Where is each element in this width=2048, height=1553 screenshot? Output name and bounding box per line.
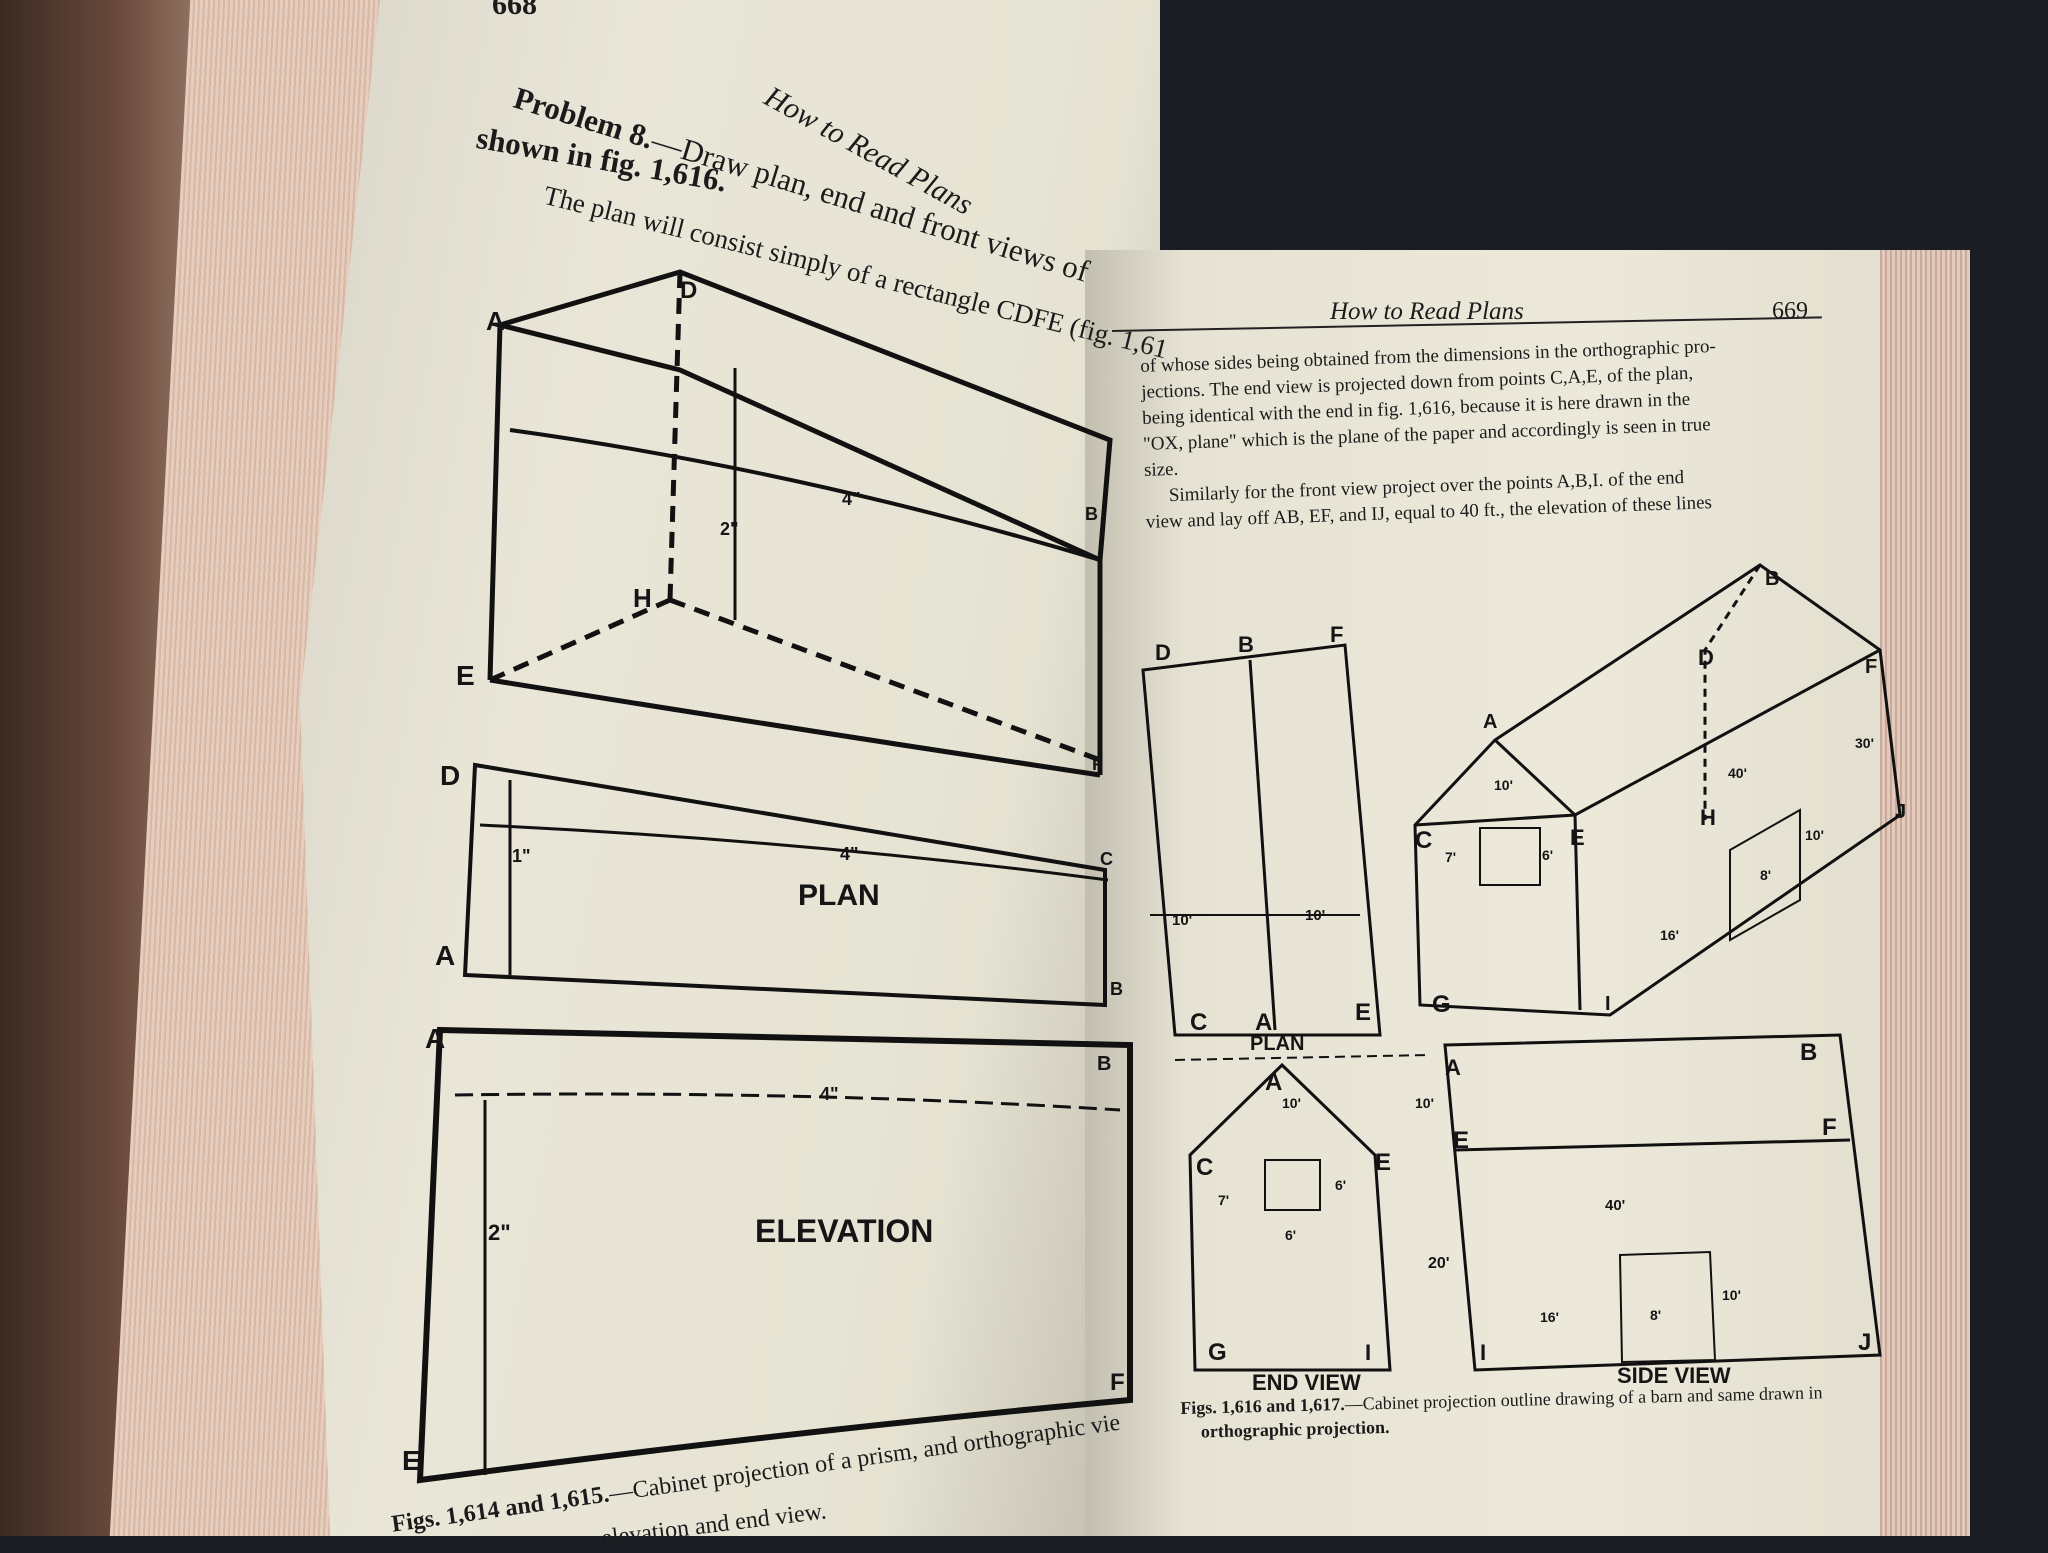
- barn-end-view-drawing: [1174, 1054, 1431, 1372]
- barn-cabinet-drawing: [1413, 563, 1902, 1017]
- fig-label-h: H: [633, 583, 652, 613]
- barn-label-b-plan: B: [1238, 632, 1254, 657]
- barn-label-d-cab: D: [1698, 645, 1714, 670]
- plan-title: PLAN: [798, 879, 880, 912]
- barn-label-e-cab: E: [1570, 825, 1585, 850]
- barn-label-g-cab: G: [1432, 991, 1451, 1018]
- barn-label-c-plan: C: [1190, 1009, 1207, 1036]
- barn-dim-10-cab: 10': [1494, 777, 1513, 793]
- barn-dim-7-end: 7': [1218, 1192, 1229, 1208]
- barn-dim-6-end: 6': [1335, 1177, 1346, 1193]
- barn-end-view-title: END VIEW: [1252, 1370, 1361, 1395]
- barn-side-view-title: SIDE VIEW: [1617, 1363, 1731, 1388]
- barn-label-a-end: A: [1265, 1069, 1282, 1096]
- barn-dim-10-plan-a: 10': [1172, 912, 1192, 929]
- fig-dim-2in-top: 2": [720, 519, 739, 539]
- fig-label-b-plan: B: [1110, 979, 1123, 999]
- barn-dim-20-end: 20': [1428, 1255, 1450, 1272]
- barn-dim-10b-cab: 10': [1805, 827, 1824, 843]
- fig-label-a-elev: A: [425, 1023, 445, 1054]
- barn-label-a-cab: A: [1483, 711, 1497, 733]
- barn-plan-drawing: [1141, 643, 1382, 1037]
- page-edges-right: [1880, 250, 1970, 1536]
- barn-dim-6b-end: 6': [1285, 1227, 1296, 1243]
- barn-dim-16-side: 16': [1540, 1309, 1559, 1325]
- barn-dim-16-cab: 16': [1660, 927, 1679, 943]
- fig-dim-4in-top: 4": [842, 489, 861, 509]
- barn-label-i-side: I: [1480, 1340, 1486, 1365]
- barn-dim-10-side: 10': [1722, 1287, 1741, 1303]
- plan-view-drawing: [462, 762, 1109, 1008]
- barn-label-e-plan: E: [1355, 999, 1371, 1026]
- fig-label-b-top: B: [1085, 504, 1098, 524]
- barn-label-b-side: B: [1800, 1039, 1817, 1066]
- barn-plan-title: PLAN: [1250, 1033, 1304, 1055]
- barn-label-g-end: G: [1208, 1339, 1227, 1366]
- barn-label-a-plan: A: [1255, 1009, 1272, 1036]
- fig-label-c-plan: C: [1100, 849, 1113, 869]
- barn-label-e-side: E: [1453, 1127, 1469, 1154]
- fig-dim-4in-plan: 4": [840, 844, 859, 864]
- barn-label-e-end: E: [1375, 1149, 1391, 1176]
- barn-label-j-cab: J: [1895, 801, 1906, 823]
- right-page-number: 669: [1772, 298, 1808, 324]
- barn-label-d-plan: D: [1155, 640, 1171, 665]
- barn-label-f-cab: F: [1865, 656, 1877, 678]
- barn-label-f-side: F: [1822, 1114, 1837, 1141]
- left-page-number: 668: [492, 0, 537, 21]
- barn-label-a-side: A: [1445, 1055, 1461, 1080]
- fig-dim-4in-elev: 4": [820, 1084, 839, 1104]
- elevation-title: ELEVATION: [755, 1213, 933, 1249]
- barn-dim-6-cab: 6': [1542, 847, 1553, 863]
- elevation-view-drawing: [416, 1026, 1133, 1484]
- barn-label-j-side: J: [1858, 1329, 1871, 1356]
- prism-cabinet-drawing: [487, 269, 1113, 778]
- fig-label-f-top: F: [1092, 754, 1103, 774]
- barn-dim-10-plan-b: 10': [1305, 907, 1325, 924]
- fig-dim-1in-plan: 1": [512, 846, 531, 866]
- barn-side-view-drawing: [1443, 1033, 1882, 1372]
- barn-dim-10-end: 10': [1282, 1095, 1301, 1111]
- fig-label-d-top: D: [680, 277, 697, 304]
- fig-label-a-top: A: [486, 306, 505, 336]
- barn-dim-40-cab: 40': [1728, 765, 1747, 781]
- right-running-head: How to Read Plans: [1330, 298, 1524, 325]
- barn-dim-10b-end: 10': [1415, 1095, 1434, 1111]
- barn-label-c-cab: C: [1415, 827, 1432, 854]
- fig-label-e: E: [456, 660, 475, 691]
- right-page: [1085, 250, 1915, 1536]
- right-caption-lead: Figs. 1,616 and 1,617.: [1180, 1393, 1346, 1418]
- fig-label-e-elev: E: [402, 1445, 421, 1476]
- barn-dim-30-cab: 30': [1855, 735, 1874, 751]
- barn-dim-7-cab: 7': [1445, 849, 1456, 865]
- barn-label-i-end: I: [1365, 1340, 1371, 1365]
- barn-dim-40-side: 40': [1605, 1197, 1625, 1214]
- fig-label-d-plan: D: [440, 760, 460, 791]
- barn-label-h-cab: H: [1700, 805, 1716, 830]
- fig-dim-2in-elev: 2": [488, 1220, 511, 1245]
- barn-label-f-plan: F: [1330, 622, 1343, 647]
- left-page: [300, 0, 1160, 1536]
- barn-label-c-end: C: [1196, 1154, 1213, 1181]
- barn-dim-8-cab: 8': [1760, 867, 1771, 883]
- fig-label-a-plan: A: [435, 940, 455, 971]
- fig-label-b-elev: B: [1097, 1053, 1111, 1075]
- barn-dim-8-side: 8': [1650, 1307, 1661, 1323]
- barn-label-i-cab: I: [1605, 993, 1611, 1015]
- fig-label-f-elev: F: [1110, 1369, 1125, 1396]
- barn-label-b-cab: B: [1765, 568, 1779, 590]
